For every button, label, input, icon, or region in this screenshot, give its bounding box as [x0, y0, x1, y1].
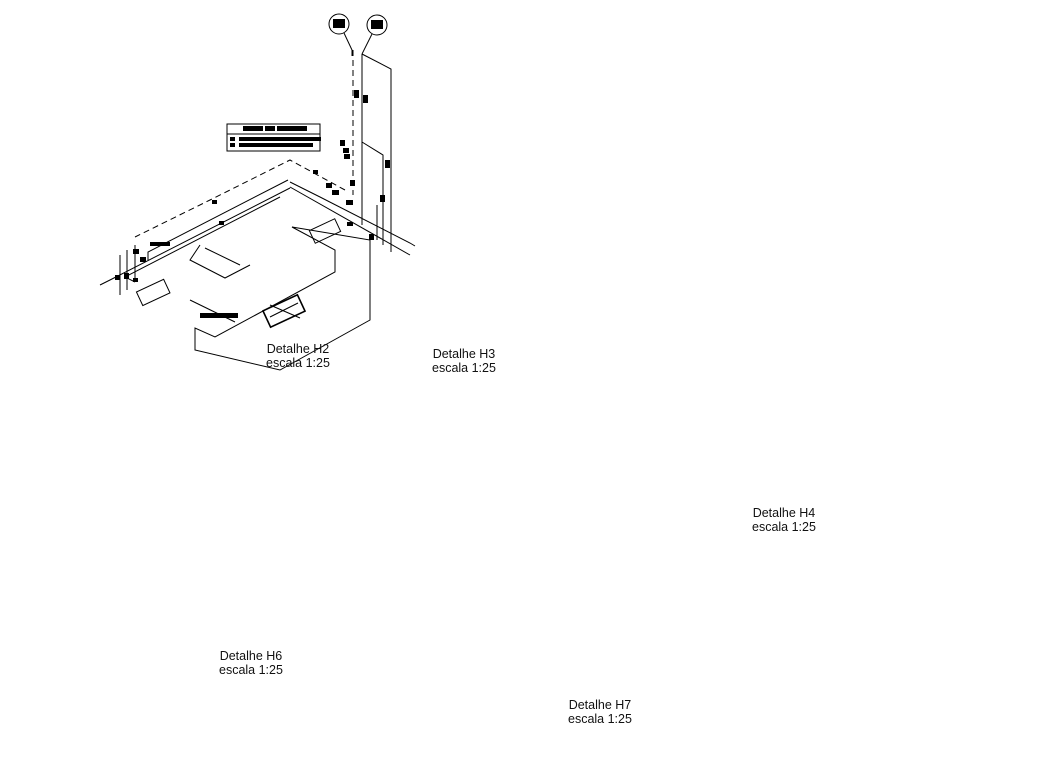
- detail-title: Detalhe H4: [752, 506, 816, 520]
- detail-scale: escala 1:25: [219, 663, 283, 677]
- detail-scale: escala 1:25: [568, 712, 632, 726]
- detail-h6-label: Detalhe H6 escala 1:25: [219, 649, 283, 677]
- pipe-tag-icon: [328, 13, 350, 35]
- detail-h2-label: Detalhe H2 escala 1:25: [266, 342, 330, 370]
- legend-table-h2: [226, 123, 321, 152]
- detail-title: Detalhe H6: [219, 649, 283, 663]
- detail-scale: escala 1:25: [752, 520, 816, 534]
- detail-title: Detalhe H7: [568, 698, 632, 712]
- detail-title: Detalhe H3: [432, 347, 496, 361]
- detail-h3-label: Detalhe H3 escala 1:25: [432, 347, 496, 375]
- floor-drain-icon: [261, 293, 307, 329]
- detail-scale: escala 1:25: [432, 361, 496, 375]
- detail-h2: [99, 13, 416, 371]
- annotation-bars: [115, 90, 390, 318]
- detail-scale: escala 1:25: [266, 356, 330, 370]
- detail-h7-label: Detalhe H7 escala 1:25: [568, 698, 632, 726]
- detail-title: Detalhe H2: [266, 342, 330, 356]
- pipe-tag-icon: [366, 14, 388, 36]
- detail-h4-label: Detalhe H4 escala 1:25: [752, 506, 816, 534]
